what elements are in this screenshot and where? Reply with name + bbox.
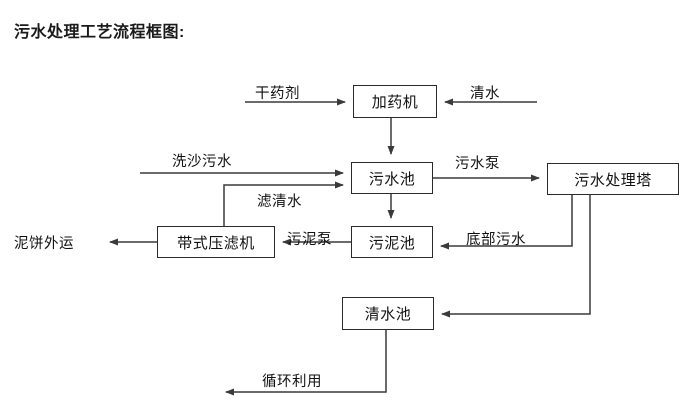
edge-label-sand-wash-sewage: 洗沙污水 — [172, 154, 232, 170]
edge-clear-water-pool-to-recycling — [225, 330, 387, 396]
edge-label-sewage-pump: 污水泵 — [455, 156, 500, 172]
node-treatment-tower[interactable]: 污水处理塔 — [547, 163, 679, 195]
node-label: 清水池 — [364, 306, 412, 323]
terminal-label-mud-cake-export: 泥饼外运 — [14, 236, 74, 252]
edge-label-recycling-reuse: 循环利用 — [262, 374, 322, 390]
node-label: 污泥池 — [368, 234, 416, 252]
edge-tower-to-clear-water-pool — [441, 195, 591, 318]
edge-label-sludge-pump: 污泥泵 — [287, 232, 332, 248]
node-wastewater-pool[interactable]: 污水池 — [351, 162, 433, 194]
node-belt-filter-press[interactable]: 带式压滤机 — [157, 226, 275, 258]
edge-tower-bottom-sewage-to-sludge-pool — [440, 195, 573, 250]
node-label: 加药机 — [371, 94, 419, 111]
node-clear-water-pool[interactable]: 清水池 — [342, 297, 434, 330]
edge-label-bottom-sewage: 底部污水 — [466, 232, 526, 248]
node-label: 污水处理塔 — [574, 171, 652, 189]
node-sludge-pool[interactable]: 污泥池 — [351, 226, 433, 258]
node-dosing-machine[interactable]: 加药机 — [353, 85, 437, 118]
node-label: 污水池 — [368, 170, 416, 188]
edge-filtered-water-to-wastewater-pool — [223, 181, 344, 226]
edge-label-clean-water: 清水 — [470, 86, 500, 102]
page-title: 污水处理工艺流程框图: — [14, 24, 185, 41]
edge-label-dry-chemical: 干药剂 — [255, 86, 300, 102]
edge-label-filtered-water: 滤清水 — [257, 194, 302, 210]
node-label: 带式压滤机 — [177, 234, 255, 252]
